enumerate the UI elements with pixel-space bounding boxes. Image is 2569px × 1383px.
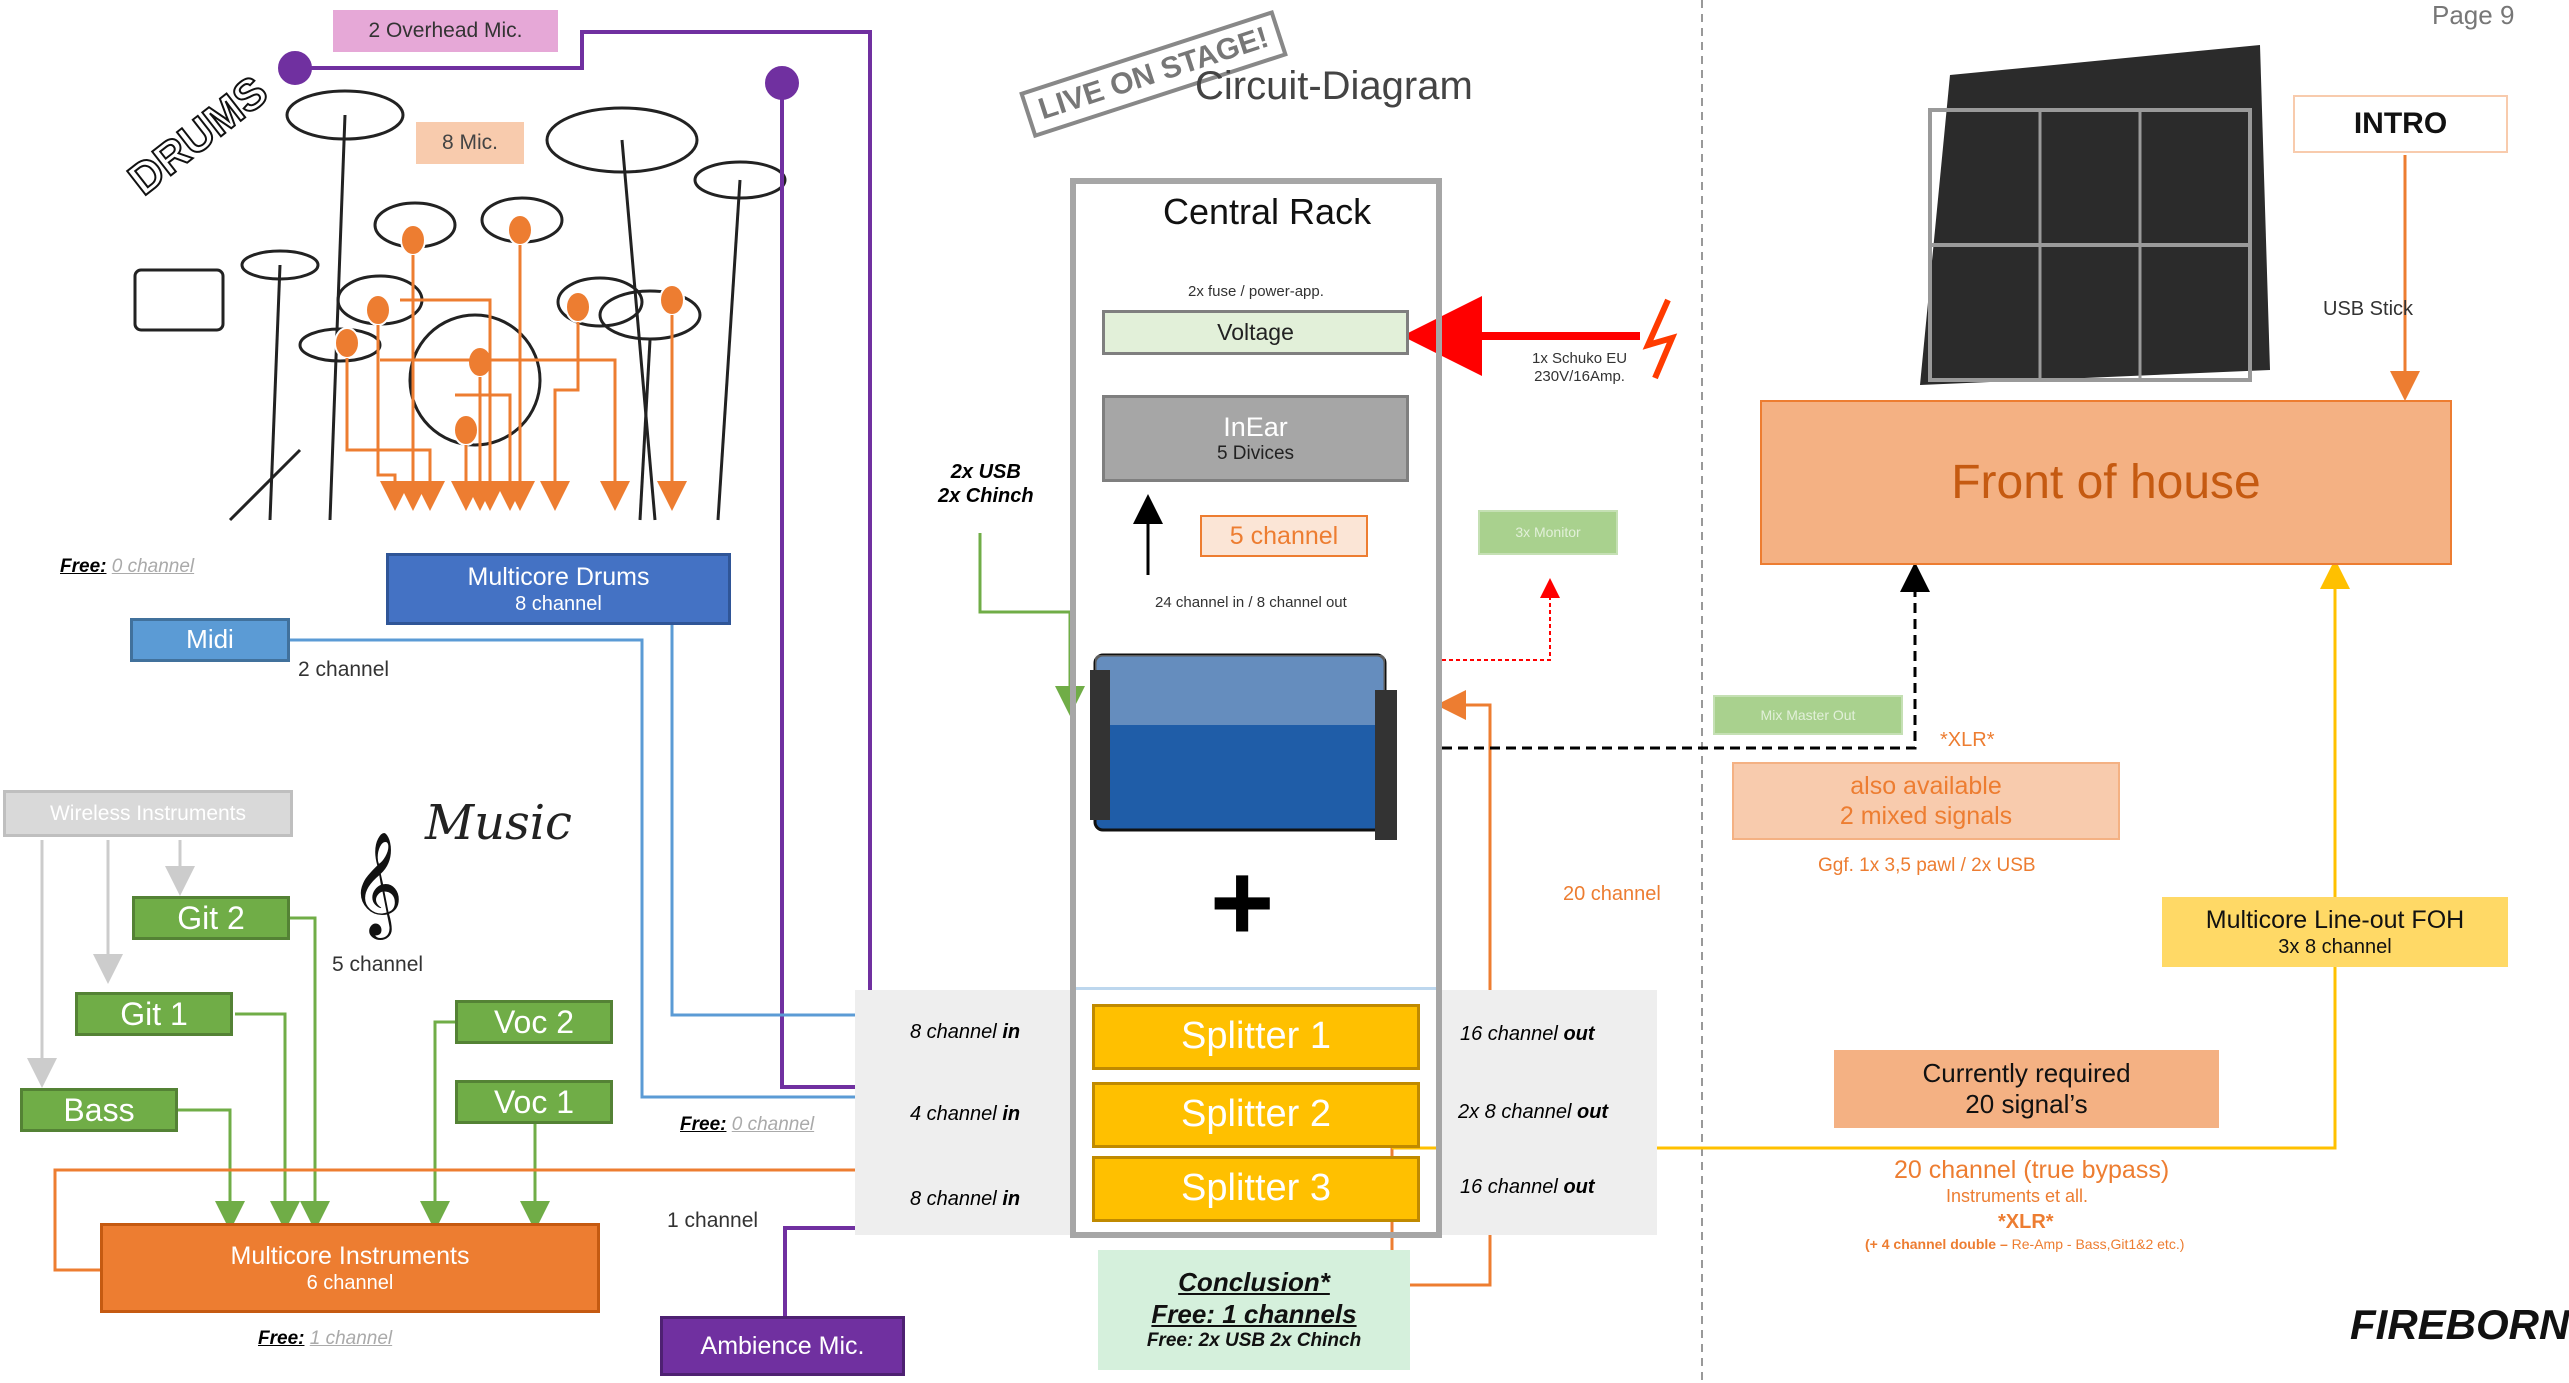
instruments-free-note: Free: 1 channel [258,1328,393,1349]
monitor-box: 3x Monitor [1478,510,1618,555]
foh-lineout-line [1392,559,2350,1150]
voc2-box: Voc 2 [455,1000,613,1044]
git2-box: Git 2 [132,896,290,940]
multicore-drums-box: Multicore Drums 8 channel [386,553,731,625]
drum-mic-lines [345,245,687,511]
splitter-out-panel [1442,990,1657,1235]
rack-separator [1076,987,1436,990]
mid-free-note: Free: 0 channel [680,1114,815,1135]
mix-master-box: Mix Master Out [1713,695,1903,735]
connection-lines [27,0,2420,1383]
splitter-1-in: 8 channel in [910,1021,1021,1043]
xlr-top-label: *XLR* [1940,729,1995,751]
ambience-mic-box: Ambience Mic. [660,1316,905,1376]
voc1-box: Voc 1 [455,1080,613,1124]
instruments-loop [53,1168,1070,1272]
splitter-2-in: 4 channel in [910,1103,1021,1125]
true-bypass-title: 20 channel (true bypass) [1894,1156,2170,1184]
currently-required-box: Currently required 20 signal’s [1834,1050,2219,1128]
drum-mic-label: 8 Mic. [416,122,524,164]
multicore-instruments-box: Multicore Instruments 6 channel [100,1223,600,1313]
splitter-2: Splitter 2 [1092,1082,1420,1148]
io-note: 24 channel in / 8 channel out [1155,594,1347,611]
bass-box: Bass [20,1088,178,1132]
midi-box: Midi [130,618,290,662]
true-bypass-double: (+ 4 channel double – Re-Amp - Bass,Git1… [1865,1236,2185,1252]
rack-title: Central Rack [1163,191,1372,232]
monitor-line [1442,578,1560,661]
mixer-illustration [1090,653,1397,840]
drum-kit-illustration [133,89,787,522]
drums-free-note: Free: 0 channel [60,556,195,577]
multicore-lineout-box: Multicore Line-out FOH 3x 8 channel [2162,897,2508,967]
central-rack-frame [1070,178,1442,1238]
twenty-channel-label: 20 channel [1563,883,1661,905]
splitter-3-in: 8 channel in [910,1188,1021,1210]
wireless-lines [27,840,195,1088]
git1-box: Git 1 [75,992,233,1036]
page-title: Circuit-Diagram [1195,64,1473,108]
ambience-channels: 1 channel [667,1209,759,1232]
midi-channels: 2 channel [298,658,390,681]
voltage-box: Voltage [1102,310,1409,355]
front-of-house-box: Front of house [1760,400,2452,565]
fuse-note: 2x fuse / power-app. [1188,283,1324,300]
fireborn-logo: FIREBORN [2350,1301,2569,1348]
splitter-in-panel [855,990,1070,1235]
music-logo: Music [425,795,572,851]
five-channel-box: 5 channel [1200,515,1368,557]
inear-box: InEar 5 Divices [1102,395,1409,482]
lightning-icon [1642,298,1678,380]
plus-sign: + [1210,841,1275,964]
splitter-3-out: 16 channel out [1460,1176,1595,1198]
instruments-five-channel: 5 channel [332,953,424,976]
mix-master-line [1442,562,1930,750]
splitter-1: Splitter 1 [1092,1004,1420,1070]
splitter-2-out: 2x 8 channel out [1458,1101,1609,1123]
conclusion-box: Conclusion* Free: 1 channels Free: 2x US… [1098,1250,1410,1370]
music-note-icon: 𝄞 [350,834,404,934]
true-bypass-xlr: *XLR* [1998,1211,2054,1233]
overhead-mic-label: 2 Overhead Mic. [333,10,558,52]
stage-illustration [1920,45,2270,385]
wireless-instruments-box: Wireless Instruments [3,790,293,837]
also-available-note: Ggf. 1x 3,5 pawl / 2x USB [1818,855,2036,876]
splitter-1-out: 16 channel out [1460,1023,1595,1045]
true-bypass-sub: Instruments et all. [1946,1186,2089,1206]
page-label: Page 9 [2432,0,2515,30]
intro-box: INTRO [2293,95,2508,153]
splitter-3: Splitter 3 [1092,1156,1420,1222]
usb-stick-label: USB Stick [2323,298,2414,320]
